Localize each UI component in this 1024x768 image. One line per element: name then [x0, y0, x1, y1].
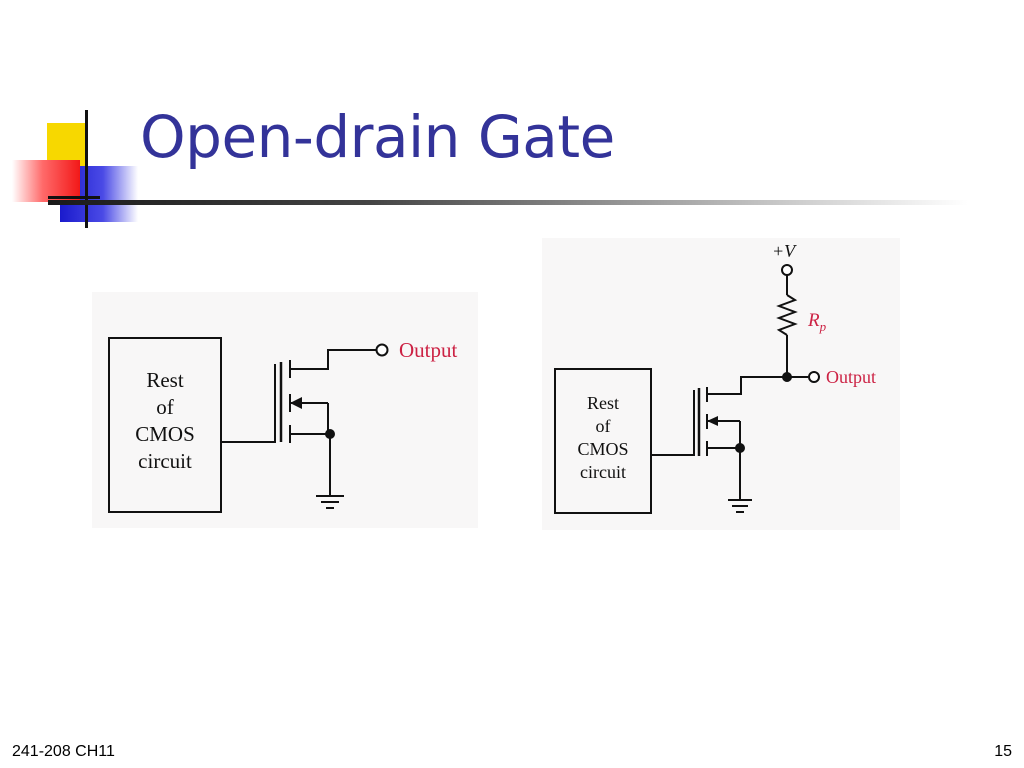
right-supply-label: +V — [772, 241, 797, 261]
right-gate-wire — [651, 390, 695, 456]
right-block-line: CMOS — [577, 439, 628, 459]
left-output-terminal — [375, 343, 389, 357]
right-block-line: Rest — [587, 393, 619, 413]
right-drain-wire — [707, 376, 787, 395]
deco-horizontal-line — [48, 196, 100, 199]
footer-course-code: 241-208 CH11 — [12, 743, 115, 760]
right-supply-terminal — [781, 264, 793, 276]
right-source-junction — [735, 443, 745, 453]
title-underline — [48, 200, 968, 205]
diagram-right-svg: +V Rp Rest of CMOS circuit Output — [554, 241, 876, 514]
right-cmos-block — [554, 368, 652, 514]
left-body-arrow — [290, 397, 302, 409]
right-resistor-label-subscript: p — [819, 319, 827, 334]
left-drain-wire — [290, 349, 376, 370]
right-output-label: Output — [826, 367, 876, 387]
left-source-junction — [325, 429, 335, 439]
left-block-line: circuit — [138, 449, 192, 473]
diagram-left-svg: Rest of CMOS circuit Output — [108, 337, 458, 513]
diagram-open-drain-output: Rest of CMOS circuit Output — [92, 292, 478, 528]
right-pullup-resistor — [776, 294, 798, 336]
deco-vertical-line — [85, 110, 88, 228]
deco-red-bar — [12, 160, 80, 202]
left-output-label: Output — [399, 338, 458, 362]
diagram-open-drain-pullup: +V Rp Rest of CMOS circuit Output — [542, 238, 900, 530]
right-resistor-label: Rp — [807, 310, 827, 334]
slide-title: Open-drain Gate — [140, 103, 615, 171]
page-number: 15 — [994, 743, 1012, 760]
right-block-line: of — [596, 416, 611, 436]
right-body-arrow — [707, 416, 718, 426]
left-gate-wire — [221, 364, 276, 443]
right-block-line: circuit — [580, 462, 626, 482]
left-block-line: Rest — [146, 368, 184, 392]
right-output-junction — [782, 372, 792, 382]
left-block-line: CMOS — [135, 422, 195, 446]
left-block-line: of — [156, 395, 174, 419]
left-cmos-block — [108, 337, 222, 513]
right-resistor-label-main: R — [807, 310, 820, 331]
right-output-terminal — [808, 371, 820, 383]
